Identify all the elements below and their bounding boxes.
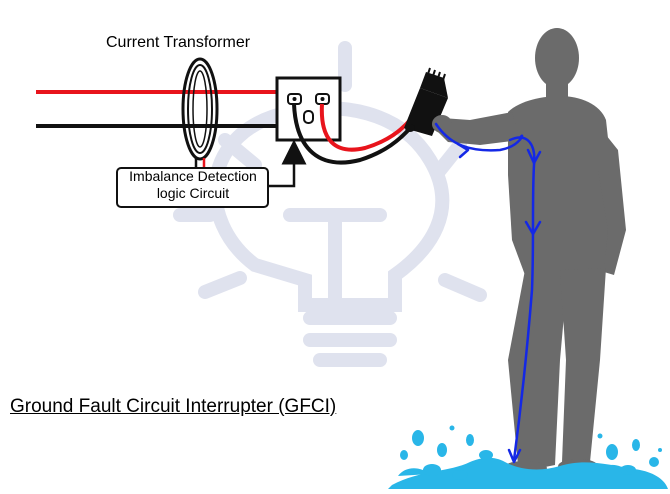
detection-circuit-box xyxy=(116,167,269,208)
electrical-outlet-icon xyxy=(275,76,342,142)
trip-signal-arrow xyxy=(268,139,307,188)
lightbulb-watermark-icon xyxy=(173,41,487,367)
detection-circuit-label: Imbalance Detection logic Circuit xyxy=(118,168,268,206)
detection-circuit-label-line2: logic Circuit xyxy=(156,185,230,201)
detection-circuit-label-line1: Imbalance Detection xyxy=(129,168,257,184)
current-transformer-label: Current Transformer xyxy=(106,34,251,51)
fault-current-path xyxy=(434,122,542,464)
cord-live xyxy=(319,103,412,152)
person-silhouette-icon xyxy=(432,28,626,475)
water-splash-icon xyxy=(388,425,668,489)
diagram-title: Ground Fault Circuit Interrupter (GFCI) xyxy=(10,396,337,417)
cord-neutral xyxy=(292,103,414,165)
toroid-coil-icon xyxy=(181,57,219,161)
